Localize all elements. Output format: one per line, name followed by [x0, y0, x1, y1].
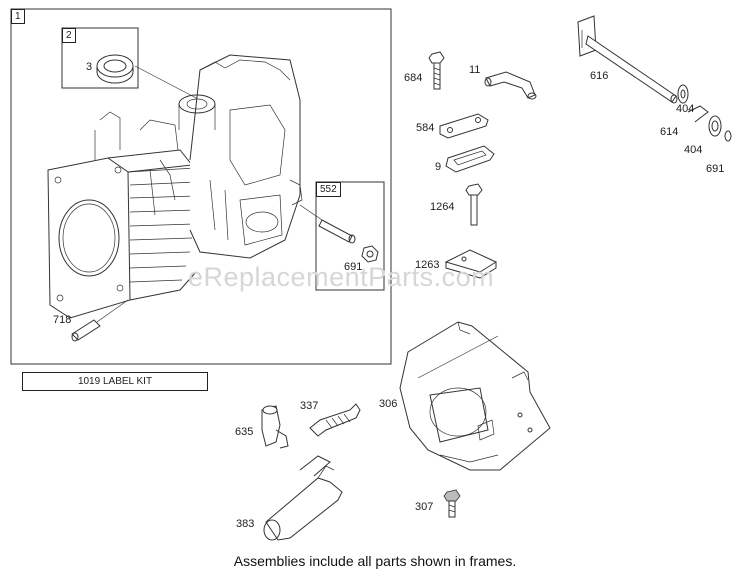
bolt-684-drawing — [428, 51, 445, 90]
caption: Assemblies include all parts shown in fr… — [233, 553, 517, 569]
part-label-337: 337 — [300, 400, 319, 412]
washer-404a-drawing — [677, 84, 689, 104]
part-label-1263: 1263 — [415, 259, 440, 271]
frame-kit-number: 552 — [316, 182, 341, 197]
engine-block-drawing — [47, 54, 303, 319]
breather-tube-drawing — [484, 71, 537, 100]
blower-housing-drawing — [399, 321, 551, 471]
watermark: eReplacementParts.com — [188, 262, 495, 292]
part-label-584: 584 — [416, 122, 435, 134]
kit-nut-drawing — [361, 245, 379, 263]
gasket-9-drawing — [445, 145, 495, 173]
part-label-9: 9 — [435, 161, 442, 173]
frame-seal — [61, 27, 139, 89]
kit-pin-drawing — [318, 219, 356, 244]
part-label-11: 11 — [469, 64, 481, 76]
screw-307-drawing — [443, 489, 461, 518]
tool-383-drawing — [263, 455, 343, 541]
part-label-3: 3 — [86, 61, 93, 73]
dowel-pin-drawing — [71, 319, 101, 342]
spark-plug-drawing — [309, 403, 361, 437]
washer-404b-drawing — [708, 115, 722, 137]
part-label-691: 691 — [706, 163, 725, 175]
bracket-1263-drawing — [444, 249, 498, 279]
part-label-404-a: 404 — [676, 103, 695, 115]
oil-seal-drawing — [96, 54, 134, 84]
nut-691b-drawing — [724, 130, 732, 142]
part-label-718: 718 — [53, 314, 72, 326]
part-label-383: 383 — [236, 518, 255, 530]
plug-boot-drawing — [261, 405, 289, 449]
frame-kit — [315, 181, 385, 291]
part-label-635: 635 — [235, 426, 254, 438]
part-label-614: 614 — [660, 126, 679, 138]
governor-shaft-drawing — [577, 15, 678, 104]
part-label-684: 684 — [404, 72, 423, 84]
label-kit-box: 1019 LABEL KIT — [22, 372, 208, 391]
bolt-1264-drawing — [465, 183, 483, 226]
plate-584-drawing — [439, 113, 489, 139]
clip-614-drawing — [687, 105, 709, 123]
part-label-616: 616 — [590, 70, 609, 82]
part-label-306: 306 — [379, 398, 398, 410]
part-label-307: 307 — [415, 501, 434, 513]
part-label-404-b: 404 — [684, 144, 703, 156]
frame-main-number: 1 — [11, 9, 25, 24]
frame-main — [10, 8, 392, 365]
part-label-1264: 1264 — [430, 201, 455, 213]
frame-seal-number: 2 — [62, 28, 76, 43]
part-label-691-kit: 691 — [344, 261, 363, 273]
